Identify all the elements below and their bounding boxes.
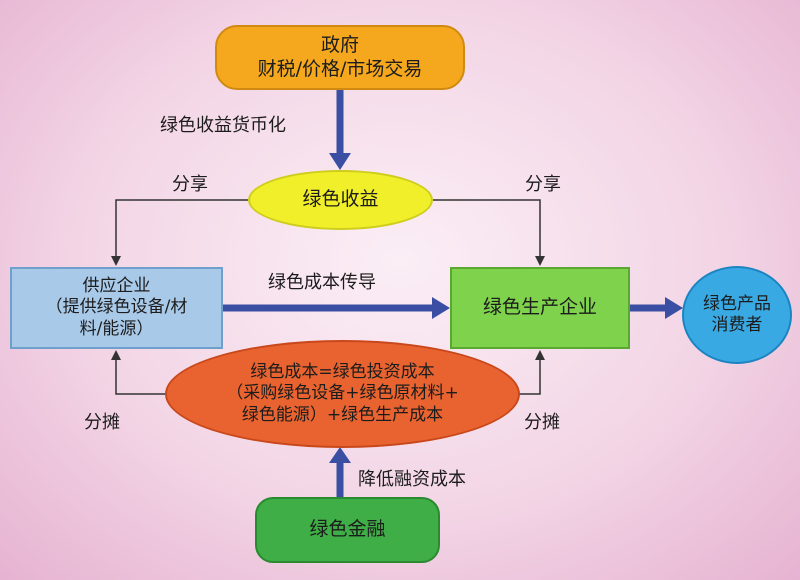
supplier-node: 供应企业 （提供绿色设备/材 料/能源） [10, 267, 223, 349]
arrow-reduce-financing [329, 447, 351, 497]
green-income-node: 绿色收益 [248, 170, 433, 230]
green-producer-node: 绿色生产企业 [450, 267, 630, 349]
arrow-monetize [329, 90, 351, 170]
supplier-line-2: （提供绿色设备/材 [45, 297, 188, 318]
arrow-share-left [111, 199, 248, 266]
label-allocate-right: 分摊 [524, 412, 560, 433]
green-producer-label: 绿色生产企业 [482, 296, 597, 319]
green-finance-label: 绿色金融 [309, 518, 386, 541]
supplier-line-1: 供应企业 [82, 276, 151, 297]
green-cost-node: 绿色成本=绿色投资成本 （采购绿色设备+绿色原材料+ 绿色能源）+绿色生产成本 [165, 340, 520, 448]
government-subtitle: 财税/价格/市场交易 [257, 57, 423, 80]
consumer-line-2: 消费者 [711, 315, 763, 335]
label-allocate-left: 分摊 [84, 412, 120, 433]
government-title: 政府 [320, 33, 359, 56]
consumer-line-1: 绿色产品 [703, 293, 771, 314]
label-share-right: 分享 [525, 174, 561, 195]
consumer-node: 绿色产品 消费者 [682, 266, 792, 364]
arrow-allocate-left [111, 350, 175, 395]
green-income-label: 绿色收益 [302, 188, 379, 211]
green-cost-line-3: 绿色能源）+绿色生产成本 [241, 404, 444, 425]
supplier-line-3: 料/能源） [79, 318, 154, 339]
green-finance-node: 绿色金融 [255, 497, 440, 563]
arrow-cost-transfer [223, 297, 450, 319]
arrow-to-consumer [630, 297, 683, 319]
arrow-allocate-right [515, 350, 545, 395]
government-node: 政府 财税/价格/市场交易 [215, 25, 465, 90]
label-reduce-financing: 降低融资成本 [358, 469, 466, 490]
green-cost-line-1: 绿色成本=绿色投资成本 [250, 362, 435, 383]
label-cost-transfer: 绿色成本传导 [268, 272, 376, 293]
arrow-share-right [433, 199, 545, 266]
green-cost-line-2: （采购绿色设备+绿色原材料+ [226, 383, 459, 404]
label-monetize: 绿色收益货币化 [160, 115, 286, 136]
label-share-left: 分享 [172, 174, 208, 195]
